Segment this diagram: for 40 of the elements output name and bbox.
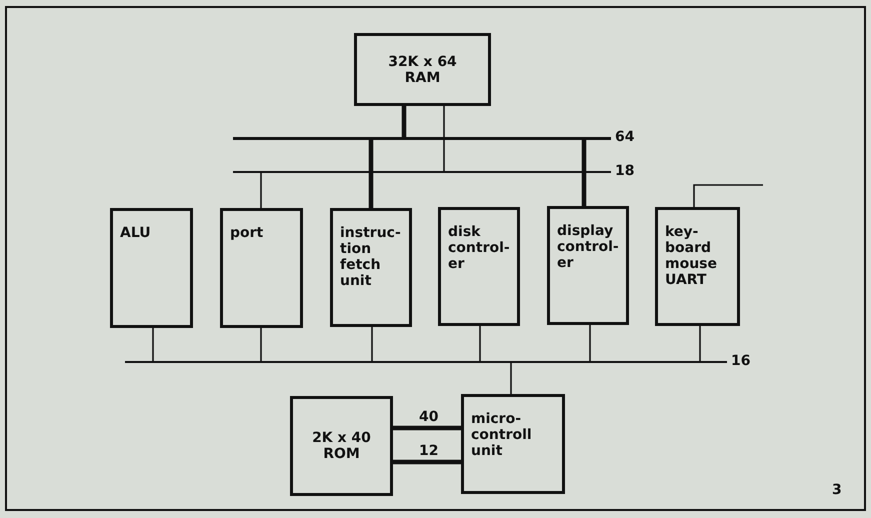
bus-line — [233, 137, 611, 140]
connector-line — [260, 173, 262, 208]
block-box — [110, 208, 193, 328]
block-box — [330, 208, 412, 327]
block-box — [461, 394, 565, 494]
connector-line — [582, 140, 586, 206]
block-label: instruc- tion fetch unit — [340, 225, 401, 289]
connector-line — [393, 460, 461, 464]
block-label: key- board mouse UART — [665, 224, 717, 288]
block-label: port — [230, 225, 264, 241]
connector-line — [510, 363, 512, 394]
connector-line — [368, 140, 374, 208]
bus-line — [125, 361, 727, 363]
bus-width-label: 16 — [731, 353, 750, 369]
block-box — [354, 33, 491, 106]
connector-line — [260, 328, 262, 361]
connector-line — [589, 325, 591, 361]
block-box — [290, 396, 393, 496]
connector-line — [479, 326, 481, 361]
bus-width-label: 18 — [615, 163, 634, 179]
block-box — [438, 207, 520, 326]
figure-number: 3 — [832, 482, 842, 498]
connector-line — [393, 426, 461, 430]
block-box — [220, 208, 303, 328]
block-label: ALU — [120, 225, 151, 241]
block-label: display control- er — [557, 223, 619, 271]
connector-line — [371, 327, 373, 361]
connector-line — [699, 326, 701, 361]
block-label: 2K x 40 ROM — [311, 430, 372, 462]
block-box — [547, 206, 629, 325]
bus-line — [233, 171, 611, 173]
block-box — [655, 207, 740, 326]
connector-line — [402, 106, 406, 137]
block-label: micro- controll unit — [471, 411, 532, 459]
connector-line — [693, 184, 763, 207]
connector-line — [152, 328, 154, 361]
block-label: 32K x 64 RAM — [387, 54, 458, 86]
bus-width-label: 64 — [615, 129, 634, 145]
connector-line — [443, 106, 445, 171]
block-label: disk control- er — [448, 224, 510, 272]
